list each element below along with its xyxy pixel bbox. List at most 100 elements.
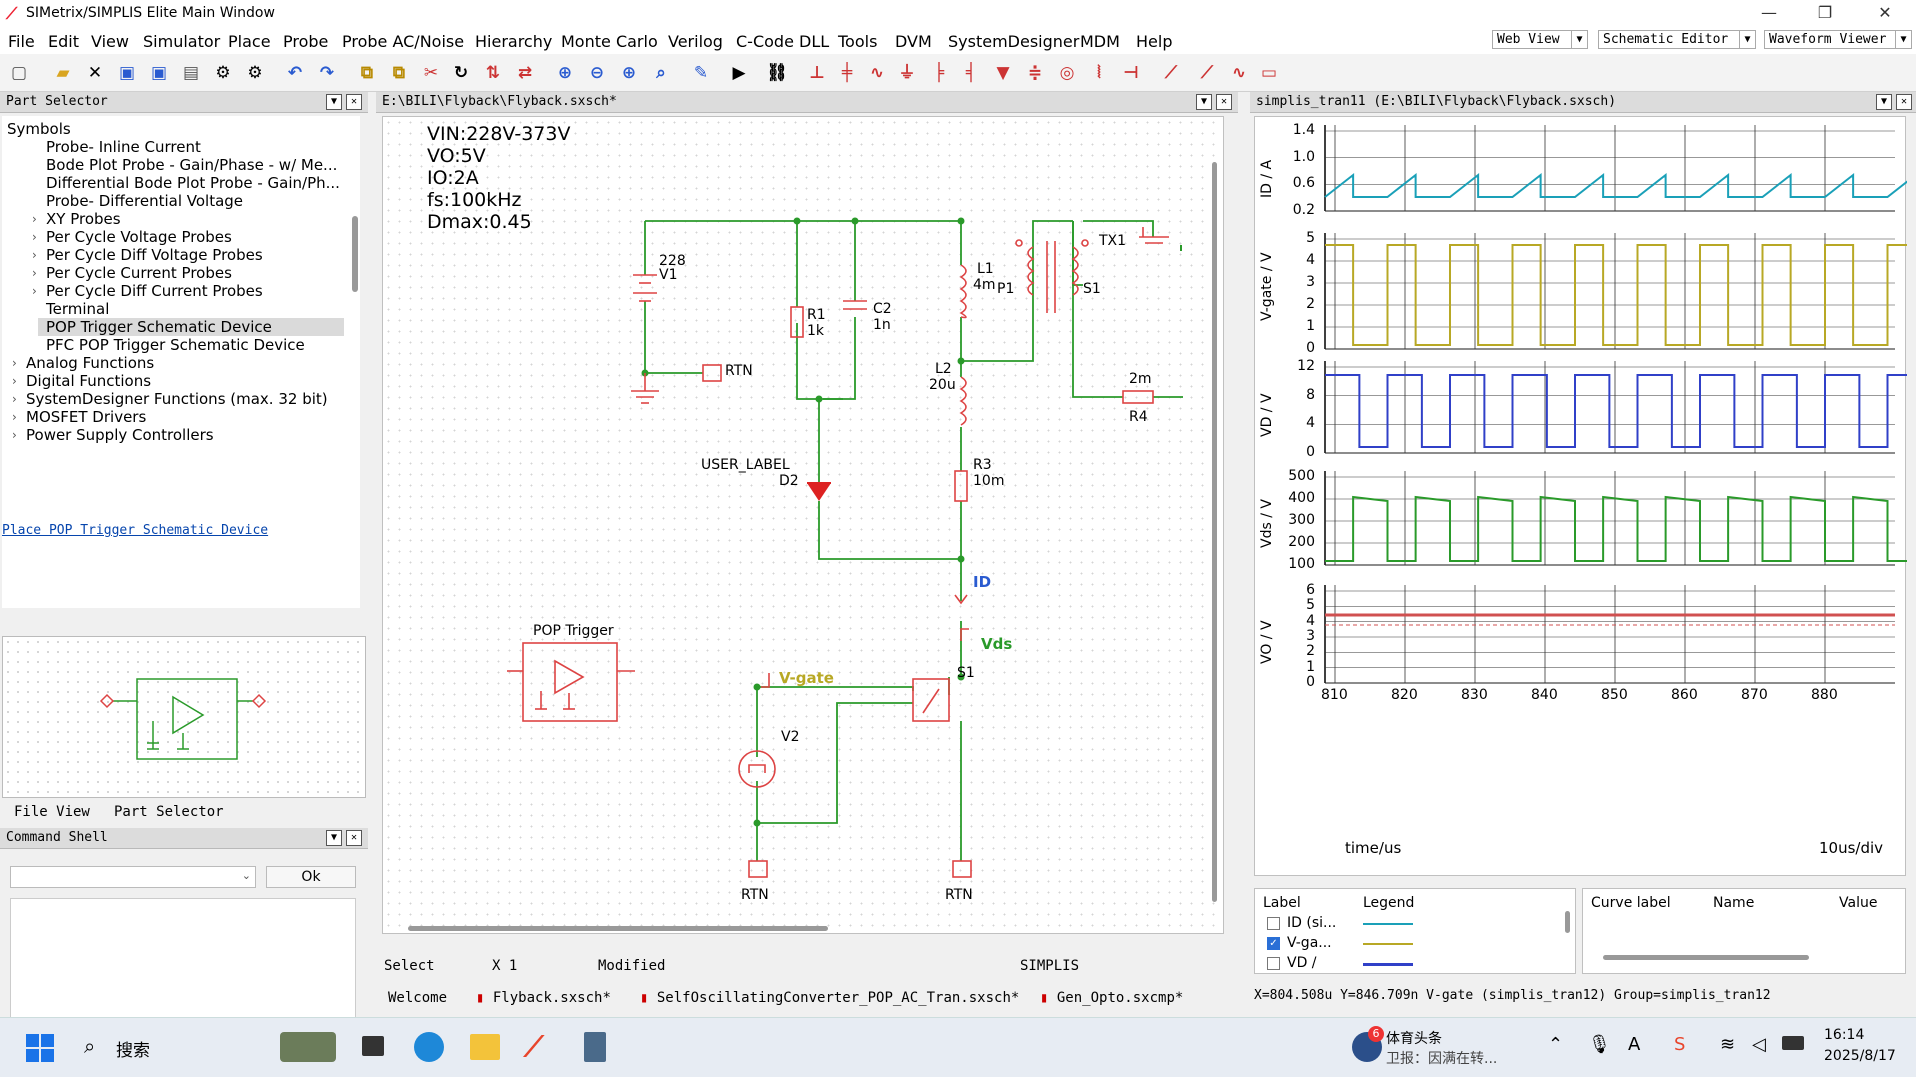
- find-icon[interactable]: ⛓: [766, 63, 788, 83]
- chevron-right-icon[interactable]: ›: [12, 428, 17, 442]
- panel-close-icon[interactable]: ✕: [1896, 94, 1912, 110]
- panel-float-icon[interactable]: ▼: [326, 830, 342, 846]
- zoom-in-icon[interactable]: ⊕: [621, 63, 637, 83]
- schematic-editor-select[interactable]: Schematic Editor▼: [1598, 30, 1756, 49]
- command-input[interactable]: ⌄: [10, 866, 256, 888]
- chevron-right-icon[interactable]: ›: [12, 356, 17, 370]
- save-icon[interactable]: ▣: [118, 63, 136, 83]
- news-title[interactable]: 体育头条: [1386, 1031, 1442, 1047]
- tree-item[interactable]: Terminal: [46, 300, 110, 318]
- source-icon[interactable]: ◎: [1059, 63, 1075, 83]
- scope-icon[interactable]: ▭: [1260, 63, 1278, 83]
- tree-root-symbols[interactable]: Symbols: [7, 120, 71, 138]
- zoom-fit-icon[interactable]: ⊕: [557, 63, 573, 83]
- capacitor-icon[interactable]: ╪: [841, 63, 853, 83]
- new-file-icon[interactable]: ▢: [10, 63, 28, 83]
- menu-probe-ac-noise[interactable]: Probe AC/Noise: [342, 32, 465, 51]
- file-explorer-icon[interactable]: [470, 1034, 500, 1060]
- id-probe-label[interactable]: ID: [973, 573, 992, 591]
- waveform-viewer-select[interactable]: Waveform Viewer▼: [1764, 30, 1912, 49]
- panel-float-icon[interactable]: ▼: [1196, 94, 1212, 110]
- font-input-icon[interactable]: A: [1628, 1034, 1641, 1055]
- menu-dvm[interactable]: DVM: [895, 32, 932, 51]
- tab-gen-opto[interactable]: ▮ Gen_Opto.sxcmp*: [1040, 990, 1183, 1006]
- tab-part-selector[interactable]: Part Selector: [114, 804, 224, 820]
- tree-item[interactable]: Analog Functions: [26, 354, 155, 372]
- mosfet-icon[interactable]: ╡: [965, 63, 977, 83]
- wire-pen-icon[interactable]: ✎: [693, 63, 709, 83]
- tree-scrollbar[interactable]: [352, 216, 358, 292]
- close-window-button[interactable]: ✕: [1878, 3, 1892, 22]
- curve-info-hscroll[interactable]: [1603, 955, 1809, 960]
- legend-item-vd[interactable]: VD /: [1287, 955, 1317, 971]
- menu-file[interactable]: File: [8, 32, 35, 51]
- chevron-right-icon[interactable]: ›: [32, 212, 37, 226]
- close-doc-icon[interactable]: ✕: [87, 63, 103, 83]
- windows-start-icon[interactable]: [24, 1032, 56, 1064]
- schematic-canvas[interactable]: VIN:228V-373V VO:5V IO:2A fs:100kHz Dmax…: [382, 116, 1224, 934]
- tab-welcome[interactable]: Welcome: [388, 990, 448, 1006]
- legend-checkbox-vgate[interactable]: ✓: [1267, 937, 1280, 950]
- tab-self-oscillating[interactable]: ▮ SelfOscillatingConverter_POP_AC_Tran.s…: [640, 990, 1019, 1006]
- legend-checkbox-id[interactable]: [1267, 917, 1280, 930]
- tree-item[interactable]: Probe- Differential Voltage: [46, 192, 244, 210]
- panel-float-icon[interactable]: ▼: [326, 94, 342, 110]
- zoom-out-icon[interactable]: ⊖: [589, 63, 605, 83]
- tab-flyback[interactable]: ▮ Flyback.sxsch*: [476, 990, 611, 1006]
- menu-verilog[interactable]: Verilog: [668, 32, 723, 51]
- menu-tools[interactable]: Tools: [838, 32, 878, 51]
- menu-edit[interactable]: Edit: [48, 32, 79, 51]
- inductor-icon[interactable]: ∿: [869, 63, 885, 83]
- menu-c-code-dll[interactable]: C-Code DLL: [736, 32, 830, 51]
- diode-icon[interactable]: ▼: [996, 63, 1010, 83]
- tree-item[interactable]: SystemDesigner Functions (max. 32 bit): [26, 390, 328, 408]
- tree-item[interactable]: Per Cycle Diff Voltage Probes: [46, 246, 263, 264]
- vds-probe-label[interactable]: Vds: [981, 635, 1013, 653]
- panel-close-icon[interactable]: ✕: [346, 830, 362, 846]
- battery-icon[interactable]: [1782, 1036, 1804, 1050]
- input-method-icon[interactable]: S: [1674, 1034, 1686, 1055]
- switch-icon[interactable]: ≑: [1027, 63, 1043, 83]
- chevron-right-icon[interactable]: ›: [12, 392, 17, 406]
- tree-item[interactable]: MOSFET Drivers: [26, 408, 147, 426]
- rotate-icon[interactable]: ↻: [453, 63, 469, 83]
- menu-simulator[interactable]: Simulator: [143, 32, 221, 51]
- settings2-icon[interactable]: ⚙: [247, 63, 263, 83]
- tab-file-view[interactable]: File View: [14, 804, 90, 820]
- menu-view[interactable]: View: [91, 32, 129, 51]
- news-subtitle[interactable]: 卫报：因满在转...: [1386, 1051, 1498, 1067]
- paste-icon[interactable]: ⧉: [392, 63, 406, 83]
- panel-close-icon[interactable]: ✕: [346, 94, 362, 110]
- chevron-right-icon[interactable]: ›: [12, 410, 17, 424]
- task-view-icon[interactable]: [362, 1036, 384, 1056]
- menu-monte-carlo[interactable]: Monte Carlo: [561, 32, 658, 51]
- schematic-hscroll[interactable]: [408, 926, 828, 931]
- minimize-button[interactable]: —: [1761, 3, 1777, 22]
- wallpaper-widget-icon[interactable]: [280, 1032, 336, 1062]
- run-icon[interactable]: ▶: [732, 63, 746, 83]
- tree-item[interactable]: POP Trigger Schematic Device: [46, 318, 272, 336]
- chevron-right-icon[interactable]: ›: [32, 284, 37, 298]
- legend-item-vgate[interactable]: V-ga...: [1287, 935, 1332, 951]
- web-view-select[interactable]: Web View▼: [1492, 30, 1588, 49]
- open-folder-icon[interactable]: ▰: [56, 63, 70, 83]
- terminal-icon[interactable]: ⊣: [1123, 63, 1139, 83]
- clock-time[interactable]: 16:14: [1824, 1027, 1865, 1043]
- chevron-right-icon[interactable]: ›: [32, 230, 37, 244]
- menu-help[interactable]: Help: [1136, 32, 1173, 51]
- legend-item-id[interactable]: ID (si...: [1287, 915, 1337, 931]
- voltage-probe-icon[interactable]: ⟋: [1165, 63, 1177, 83]
- ground-icon[interactable]: ⏚: [898, 63, 916, 83]
- copy-icon[interactable]: ⧉: [360, 63, 374, 83]
- place-part-link[interactable]: Place POP Trigger Schematic Device: [2, 523, 269, 538]
- panel-close-icon[interactable]: ✕: [1216, 94, 1232, 110]
- tree-item[interactable]: Power Supply Controllers: [26, 426, 214, 444]
- clock-date[interactable]: 2025/8/17: [1824, 1048, 1896, 1064]
- tree-item[interactable]: Per Cycle Diff Current Probes: [46, 282, 263, 300]
- cut-icon[interactable]: ✂: [423, 63, 439, 83]
- tree-item[interactable]: Per Cycle Current Probes: [46, 264, 232, 282]
- current-probe-icon[interactable]: ⟋: [1201, 63, 1213, 83]
- command-ok-button[interactable]: Ok: [266, 866, 356, 888]
- schematic-vscroll[interactable]: [1212, 162, 1217, 902]
- panel-float-icon[interactable]: ▼: [1876, 94, 1892, 110]
